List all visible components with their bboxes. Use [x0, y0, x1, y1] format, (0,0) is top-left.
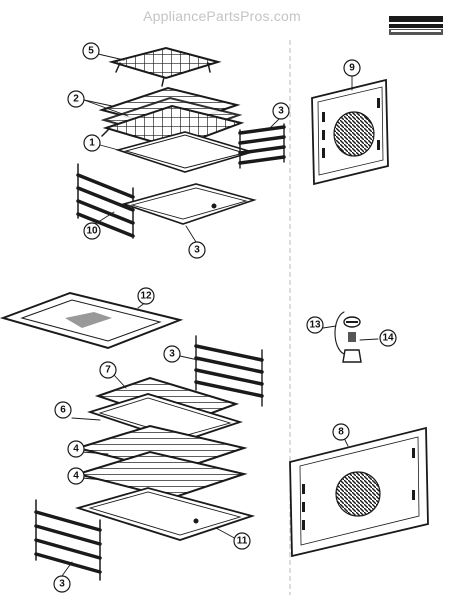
callout-circle: [233, 532, 251, 550]
callout-13: 13: [306, 316, 324, 334]
callout-circle: [163, 345, 181, 363]
part-oven-racks: [98, 86, 245, 159]
callout-number: 8: [338, 427, 344, 438]
callout-circle: [137, 287, 155, 305]
callout-number: 10: [86, 226, 98, 237]
callout-8: 8: [332, 423, 350, 441]
callout-circle: [99, 361, 117, 379]
callout-circle: [53, 575, 71, 593]
leader-lines: [61, 53, 379, 577]
watermark: AppliancePartsPros.com: [143, 8, 301, 24]
callout-circle: [54, 401, 72, 419]
part-side-rack-lower-left: [34, 499, 102, 581]
part-side-rack-lower-right: [194, 335, 264, 407]
callout-number: 14: [382, 333, 394, 344]
callout-number: 13: [309, 320, 321, 331]
callout-5: 5: [82, 42, 100, 60]
callout-3: 3: [272, 102, 290, 120]
callout-6: 6: [54, 401, 72, 419]
part-side-rack-upper-right: [238, 123, 286, 169]
part-back-panel-upper: [311, 78, 389, 186]
callout-number: 5: [88, 46, 94, 57]
callout-number: 12: [140, 291, 152, 302]
callout-9: 9: [343, 59, 361, 77]
callout-circle: [67, 90, 85, 108]
callout-circle: [332, 423, 350, 441]
callout-10: 10: [83, 222, 101, 240]
callout-number: 2: [73, 94, 79, 105]
callout-11: 11: [233, 532, 251, 550]
part-small-rack: [108, 46, 222, 87]
callout-circle: [67, 440, 85, 458]
callout-circle: [67, 467, 85, 485]
callout-number: 3: [59, 579, 65, 590]
callout-number: 11: [237, 536, 248, 547]
part-bottom-pan: [74, 487, 256, 541]
callout-circle: [83, 134, 101, 152]
callout-number: 3: [194, 245, 200, 256]
part-flat-pan: [121, 183, 257, 225]
callout-number: 9: [349, 63, 355, 74]
callout-circle: [379, 329, 397, 347]
callout-4: 4: [67, 440, 85, 458]
manufacturer-logo-icon: [389, 16, 443, 35]
callout-number: 6: [60, 405, 66, 416]
callout-number: 1: [89, 138, 95, 149]
part-lower-racks: [74, 424, 248, 500]
callout-4: 4: [67, 467, 85, 485]
part-broiler-pan: [0, 291, 184, 350]
callout-circle: [306, 316, 324, 334]
callout-number: 3: [169, 349, 175, 360]
part-light-assembly: [334, 311, 362, 363]
callout-14: 14: [379, 329, 397, 347]
callout-1: 1: [83, 134, 101, 152]
callout-3: 3: [188, 241, 206, 259]
callout-circle: [83, 222, 101, 240]
callout-number: 7: [105, 365, 111, 376]
callout-number: 4: [73, 471, 79, 482]
callout-circle: [272, 102, 290, 120]
callout-number: 3: [278, 106, 284, 117]
callout-number: 4: [73, 444, 79, 455]
callout-circle: [343, 59, 361, 77]
callout-circle: [188, 241, 206, 259]
callout-12: 12: [137, 287, 155, 305]
part-side-rack-upper-left: [76, 163, 135, 239]
callout-3: 3: [163, 345, 181, 363]
callout-circle: [82, 42, 100, 60]
callout-3: 3: [53, 575, 71, 593]
callout-2: 2: [67, 90, 85, 108]
part-back-panel-lower: [289, 426, 429, 558]
callout-7: 7: [99, 361, 117, 379]
